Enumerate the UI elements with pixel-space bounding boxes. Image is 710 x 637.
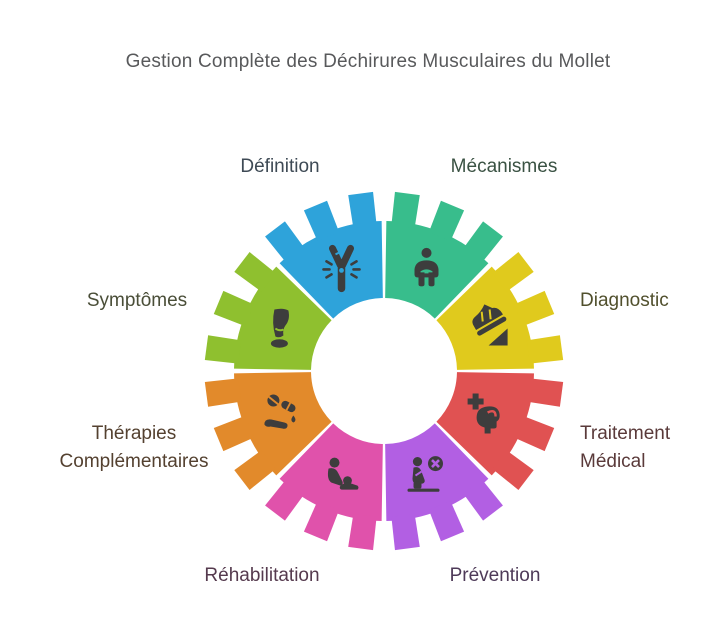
gear-tooth bbox=[234, 450, 276, 490]
gear-tooth bbox=[513, 415, 555, 452]
segment-label-traitement-medical: Traitement Médical bbox=[580, 423, 671, 472]
gear-tooth bbox=[204, 335, 242, 364]
gear-tooth bbox=[303, 500, 340, 542]
segment-label-therapies-complementaires: Thérapies Complémentaires bbox=[59, 423, 209, 472]
gear-segment-6 bbox=[204, 372, 332, 490]
sneaker-slope-icon bbox=[472, 304, 508, 346]
gear-segment-7 bbox=[204, 252, 332, 370]
diagram-title: Gestion Complète des Déchirures Musculai… bbox=[125, 51, 611, 72]
gear-tooth bbox=[428, 200, 465, 242]
gear-tooth bbox=[213, 290, 255, 327]
gear-tooth bbox=[526, 378, 564, 407]
gear-tooth bbox=[213, 415, 255, 452]
head-cross-icon bbox=[467, 393, 500, 434]
gear-tooth bbox=[234, 252, 276, 292]
gear-tooth bbox=[492, 450, 534, 490]
no-activity-icon bbox=[407, 456, 443, 492]
gear-tooth bbox=[492, 252, 534, 292]
muscle-tear-icon bbox=[322, 244, 361, 293]
gear-tooth bbox=[204, 378, 242, 407]
massage-icon bbox=[327, 457, 359, 490]
person-icon bbox=[414, 247, 439, 287]
segment-label-mecanismes: Mécanismes bbox=[450, 156, 558, 177]
gear-tooth bbox=[348, 191, 377, 229]
gear-segment-3 bbox=[436, 372, 564, 490]
hand-pills-icon bbox=[264, 394, 296, 429]
gear-segment-5 bbox=[265, 423, 383, 551]
gear-segment-2 bbox=[436, 252, 564, 370]
gear-tooth bbox=[391, 513, 420, 551]
segment-label-diagnostic: Diagnostic bbox=[580, 290, 669, 311]
gear-tooth bbox=[265, 221, 305, 263]
gear-segment-4 bbox=[385, 423, 503, 551]
gear-segment-0 bbox=[265, 191, 383, 319]
calf-muscle-icon bbox=[270, 308, 289, 348]
gear-tooth bbox=[348, 513, 377, 551]
gear-tooth bbox=[513, 290, 555, 327]
segment-body bbox=[279, 221, 383, 319]
gear-tooth bbox=[391, 191, 420, 229]
gear-tooth bbox=[463, 479, 503, 521]
gear-segment-1 bbox=[385, 191, 503, 319]
segment-label-rehabilitation: Réhabilitation bbox=[204, 565, 320, 586]
segment-label-definition: Définition bbox=[240, 156, 320, 177]
gear-tooth bbox=[526, 335, 564, 364]
segment-label-symptomes: Symptômes bbox=[86, 290, 188, 311]
segment-label-prevention: Prévention bbox=[449, 565, 541, 586]
gear-tooth bbox=[303, 200, 340, 242]
gear-tooth bbox=[463, 221, 503, 263]
segment-body bbox=[385, 423, 489, 521]
gear-tooth bbox=[428, 500, 465, 542]
gear-tooth bbox=[265, 479, 305, 521]
